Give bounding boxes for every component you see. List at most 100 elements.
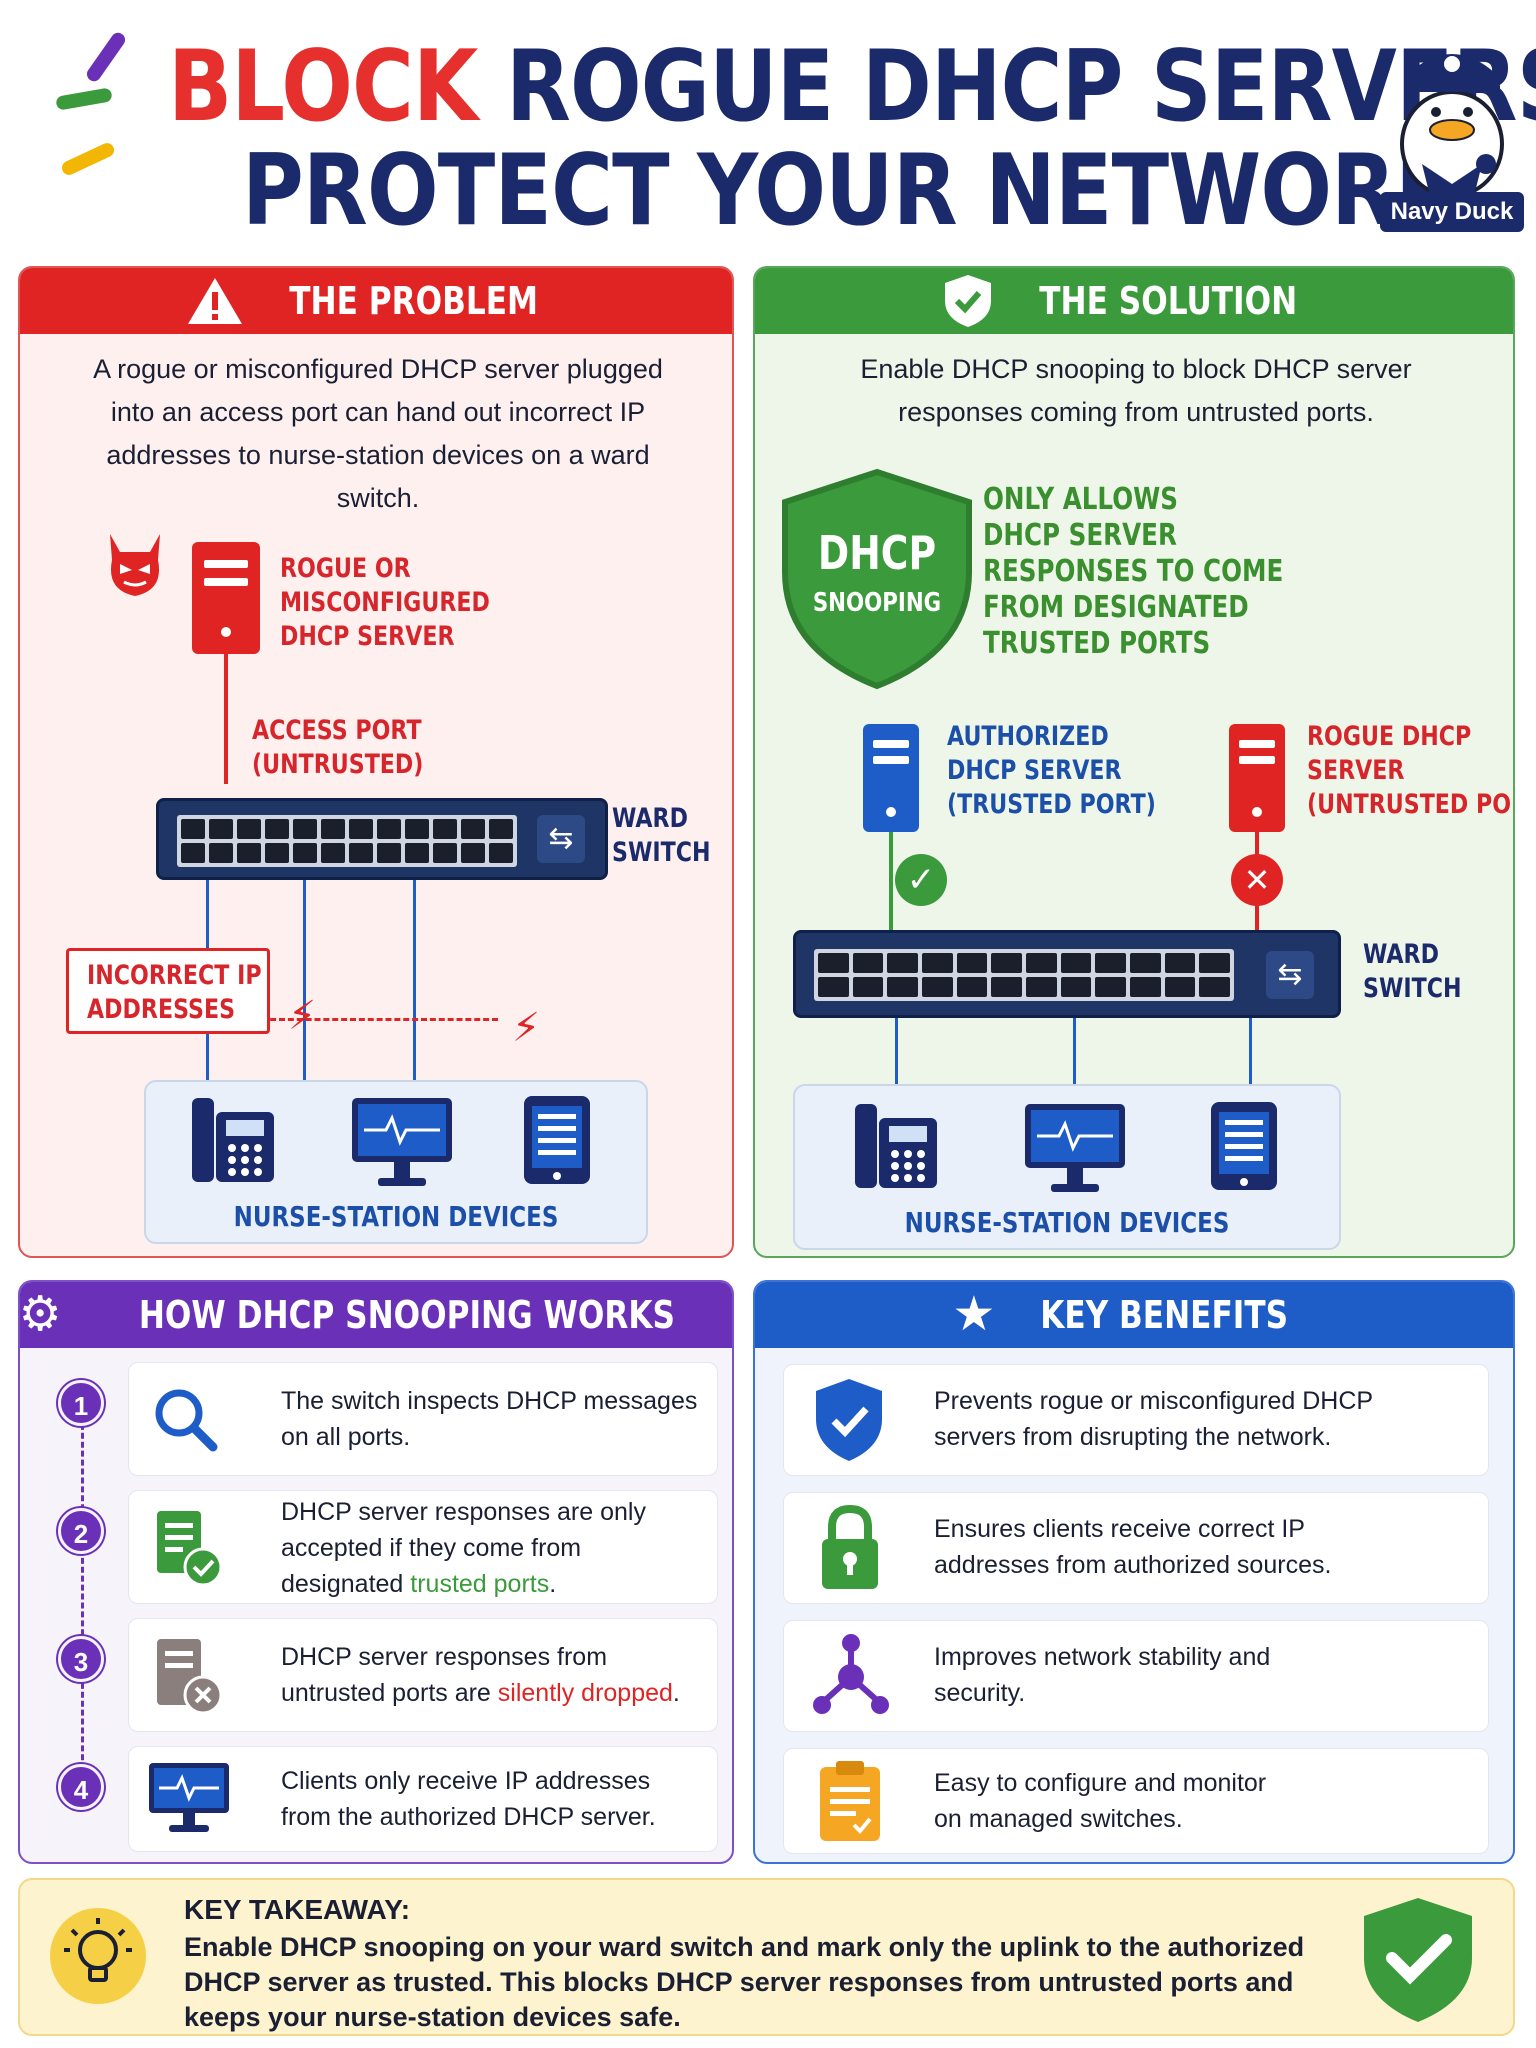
server-x-icon xyxy=(157,1639,223,1715)
step-text-3: DHCP server responses from untrusted por… xyxy=(281,1643,680,1707)
devices-label: NURSE-STATION DEVICES xyxy=(233,1200,559,1233)
benefits-header: ★ KEY BENEFITS xyxy=(755,1282,1513,1348)
step-card-3: DHCP server responses from untrusted por… xyxy=(128,1618,718,1732)
step-number-3: 3 xyxy=(58,1636,104,1682)
shield-check-icon xyxy=(1364,1898,1472,2022)
step-number-2: 2 xyxy=(58,1508,104,1554)
problem-panel: THE PROBLEM A rogue or misconfigured DHC… xyxy=(18,266,734,1258)
magnifier-icon xyxy=(155,1389,218,1452)
step-connector xyxy=(81,1406,84,1796)
ward-switch: ⇆ xyxy=(793,930,1341,1018)
device-wire-2 xyxy=(303,880,306,1090)
switch-ports xyxy=(814,949,1234,1001)
key-benefits-panel: ★ KEY BENEFITS Prevents rogue or misconf… xyxy=(753,1280,1515,1864)
device-wire-1 xyxy=(895,1018,898,1092)
access-port-label: ACCESS PORT(UNTRUSTED) xyxy=(252,715,424,780)
solution-title: THE SOLUTION xyxy=(1039,279,1297,323)
tablet-icon xyxy=(524,1096,590,1184)
warning-icon xyxy=(188,278,243,324)
navy-duck-logo: Navy Duck xyxy=(1378,24,1526,238)
blocked-x-icon: ✕ xyxy=(1231,854,1283,906)
lightning-bolt-icon: ⚡ xyxy=(288,994,317,1038)
ward-switch: ⇆ xyxy=(156,798,608,880)
monitor-icon xyxy=(149,1763,229,1832)
step-number-4: 4 xyxy=(58,1764,104,1810)
authorized-server-icon xyxy=(863,724,919,832)
how-title: HOW DHCP SNOOPING WORKS xyxy=(138,1293,675,1337)
title-rest: ROGUE DHCP SERVERS xyxy=(505,30,1536,144)
accent-burst-green xyxy=(55,87,113,111)
shield-text-snooping: SNOOPING xyxy=(812,588,942,618)
star-icon: ★ xyxy=(952,1288,996,1341)
dhcp-snooping-shield: DHCP SNOOPING xyxy=(779,468,975,690)
lightbulb-icon xyxy=(50,1908,146,2004)
document-check-icon xyxy=(157,1511,223,1587)
solution-panel: THE SOLUTION Enable DHCP snooping to blo… xyxy=(753,266,1515,1258)
device-wire-2 xyxy=(1073,1018,1076,1092)
key-takeaway-banner: KEY TAKEAWAY: Enable DHCP snooping on yo… xyxy=(18,1878,1515,2036)
problem-header: THE PROBLEM xyxy=(20,268,732,334)
rogue-uplink-wire xyxy=(224,654,228,784)
switch-arrows-icon: ⇆ xyxy=(1266,951,1314,999)
problem-title: THE PROBLEM xyxy=(289,279,539,323)
device-wire-3 xyxy=(1249,1018,1252,1092)
nurse-station-devices-box: NURSE-STATION DEVICES xyxy=(144,1080,648,1244)
trusted-uplink-wire xyxy=(889,832,893,950)
page-title-line2: PROTECT YOUR NETWORK xyxy=(242,134,1460,248)
devices-label: NURSE-STATION DEVICES xyxy=(904,1206,1230,1239)
title-emphasis: BLOCK xyxy=(168,30,478,144)
solution-intro: Enable DHCP snooping to block DHCP serve… xyxy=(860,354,1412,427)
shield-check-icon xyxy=(816,1379,882,1461)
clipboard-icon xyxy=(820,1761,880,1841)
how-it-works-panel: ⚙ HOW DHCP SNOOPING WORKS 1 The switch i… xyxy=(18,1280,734,1864)
network-nodes-icon xyxy=(813,1634,889,1714)
rogue-server-icon xyxy=(1229,724,1285,832)
shield-check-icon xyxy=(944,275,991,327)
brand-name: Navy Duck xyxy=(1380,192,1524,232)
padlock-icon xyxy=(822,1504,878,1589)
tablet-icon xyxy=(1211,1102,1277,1190)
shield-text-dhcp: DHCP xyxy=(817,526,937,580)
nurse-station-devices-box: NURSE-STATION DEVICES xyxy=(793,1084,1341,1250)
takeaway-heading: KEY TAKEAWAY: xyxy=(184,1894,411,1925)
how-header: ⚙ HOW DHCP SNOOPING WORKS xyxy=(20,1282,732,1348)
rogue-traffic-dashes xyxy=(208,1018,498,1021)
page-title-line1: BLOCK ROGUE DHCP SERVERS xyxy=(168,38,1536,136)
problem-intro: A rogue or misconfigured DHCP server plu… xyxy=(93,354,663,513)
takeaway-body: Enable DHCP snooping on your ward switch… xyxy=(184,1932,1305,2032)
benefits-title: KEY BENEFITS xyxy=(1040,1293,1289,1337)
allowed-check-icon: ✓ xyxy=(895,854,947,906)
device-wire-3 xyxy=(413,880,416,1090)
devil-icon xyxy=(110,534,160,596)
desk-phone-icon xyxy=(192,1098,274,1182)
rogue-server-icon xyxy=(192,542,260,654)
switch-ports xyxy=(177,815,517,867)
monitor-icon xyxy=(352,1098,452,1186)
accent-burst-purple xyxy=(84,30,128,84)
gear-icon: ⚙ xyxy=(18,1288,62,1341)
desk-phone-icon xyxy=(855,1104,937,1188)
solution-header: THE SOLUTION xyxy=(755,268,1513,334)
lightning-bolt-icon: ⚡ xyxy=(512,1006,541,1050)
